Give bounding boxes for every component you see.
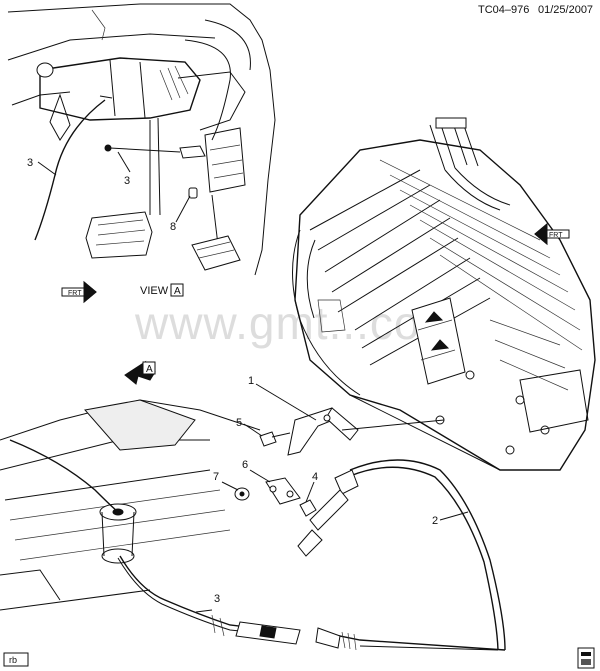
callout-4: 4 [312, 471, 318, 483]
callout-8: 8 [170, 221, 176, 233]
footer-tag: rb [3, 652, 29, 667]
front-arrow-icon: FRT [534, 222, 570, 246]
callout-3: 3 [27, 157, 33, 169]
cable-bracket [287, 407, 445, 456]
callout-6: 6 [242, 459, 248, 471]
bolt [259, 431, 291, 447]
view-label-text: VIEW [140, 285, 169, 297]
reference-code: TC04–976 [478, 4, 529, 16]
shift-lever [265, 477, 301, 505]
svg-text:FRT: FRT [549, 232, 563, 239]
shift-cable [297, 459, 506, 651]
nut [234, 487, 250, 501]
floor-pan [0, 399, 301, 645]
column-assembly [7, 3, 276, 276]
callout-3: 3 [124, 175, 130, 187]
callout-3: 3 [214, 593, 220, 605]
view-label: VIEW A [140, 283, 184, 297]
view-label-letter: A [174, 286, 181, 297]
callout-2: 2 [432, 515, 438, 527]
view-arrow-letter: A [146, 364, 153, 375]
document-icon [577, 647, 595, 669]
front-arrow-icon: FRT [61, 280, 97, 304]
reference-date: 01/25/2007 [538, 4, 593, 16]
transmission-housing [292, 117, 596, 471]
callout-7: 7 [213, 471, 219, 483]
svg-text:FRT: FRT [68, 290, 82, 297]
callouts: 3 3 8 1 5 6 7 4 2 3 [27, 151, 469, 613]
footer-tag-text: rb [9, 655, 17, 665]
view-arrow-icon: A [124, 360, 156, 385]
callout-5: 5 [236, 417, 242, 429]
cable-clip [299, 499, 317, 517]
callout-1: 1 [248, 375, 254, 387]
